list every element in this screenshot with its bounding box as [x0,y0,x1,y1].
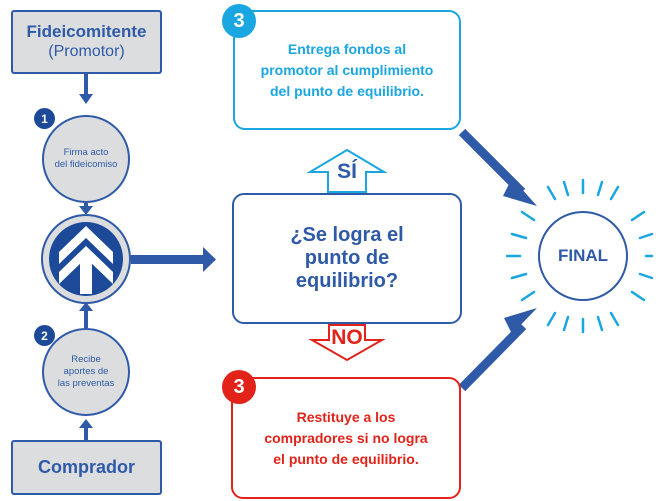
yes-arrow [306,148,388,193]
restituye-box: Restituye a los compradores si no logra … [231,377,461,499]
entrega-line3: del punto de equilibrio. [270,82,424,99]
fideicomitente-box: Fideicomitente (Promotor) [11,10,162,74]
step2-line1: Recibe [71,354,101,365]
arrow-comprador-to-step2 [79,419,93,440]
comprador-title: Comprador [37,457,135,477]
sunburst-icon [505,178,654,334]
arrow-step1-to-icon [79,203,93,215]
question-box: ¿Se logra el punto de equilibrio? [232,193,462,324]
arrow-icon-to-question [131,247,216,272]
step2-circle: Recibe aportes de las preventas [42,328,130,416]
comprador-box: Comprador [11,440,162,495]
no-label: NO [331,326,363,349]
step1-number-badge: 1 [34,108,55,129]
question-line2: punto de [304,247,390,269]
restituye-number-badge: 3 [222,370,256,404]
step1-line2: del fideicomiso [54,159,118,170]
fideicomitente-subtitle: (Promotor) [48,43,125,60]
entrega-number-badge: 3 [222,4,256,38]
entrega-box: Entrega fondos al promotor al cumplimien… [233,10,461,130]
yes-label: SÍ [337,160,357,183]
final-label: FINAL [557,246,609,265]
restituye-line3: el punto de equilibrio. [273,450,419,467]
entrega-line2: promotor al cumplimiento [260,61,434,78]
step2-line2: aportes de [63,366,109,377]
no-arrow [308,324,386,362]
arrow-entrega-to-final [458,128,537,206]
fideicomitente-title: Fideicomitente [26,22,147,41]
upward-chevrons-icon [41,214,131,304]
arrow-step2-to-icon [79,302,93,328]
restituye-line2: compradores si no logra [264,429,428,446]
step1-circle: Firma acto del fideicomiso [42,115,130,203]
step2-number-badge: 2 [34,325,55,346]
step1-line1: Firma acto [63,147,109,158]
restituye-line1: Restituye a los [296,408,396,425]
question-line3: equilibrio? [295,270,399,292]
final-circle: FINAL [538,211,628,301]
entrega-line1: Entrega fondos al [287,40,407,57]
arrow-fideicomitente-to-step1 [79,74,93,104]
question-line1: ¿Se logra el [290,224,404,246]
step2-line3: las preventas [57,378,115,389]
arrow-restituye-to-final [458,308,537,392]
